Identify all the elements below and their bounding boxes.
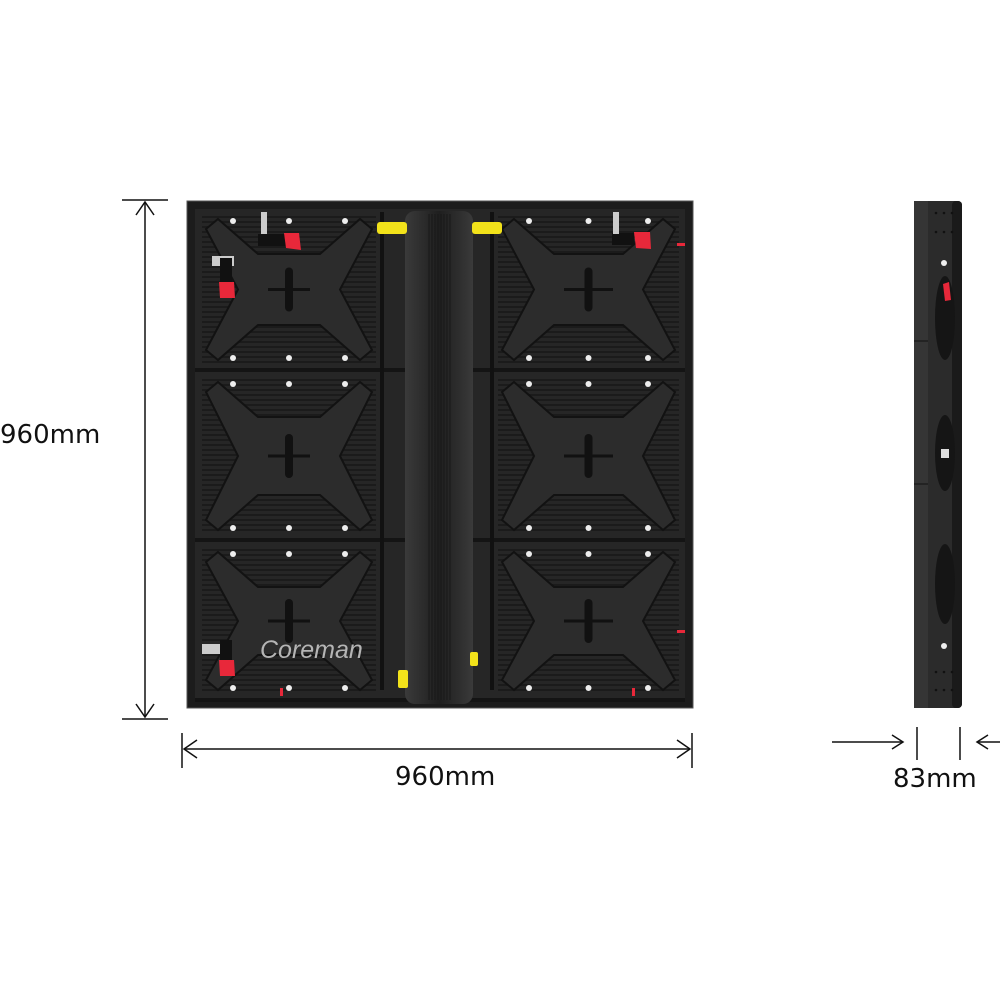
module bbox=[498, 549, 679, 692]
connector-icon bbox=[470, 652, 478, 666]
lock-handle-icon bbox=[943, 282, 951, 301]
connector-icon bbox=[377, 222, 407, 234]
connector-icon bbox=[398, 670, 408, 688]
height-label: 960mm bbox=[0, 420, 101, 450]
module bbox=[202, 216, 376, 363]
module bbox=[202, 379, 376, 532]
brand-logo: Coreman bbox=[260, 636, 363, 664]
width-label: 960mm bbox=[395, 762, 496, 792]
depth-dimension bbox=[832, 727, 1000, 760]
lock-handle-icon bbox=[212, 256, 235, 298]
connector-icon bbox=[472, 222, 502, 234]
height-dimension bbox=[122, 199, 168, 720]
depth-label: 83mm bbox=[893, 764, 977, 794]
module bbox=[202, 549, 376, 692]
lock-handle-icon bbox=[202, 640, 235, 676]
lock-handle-icon bbox=[612, 212, 651, 249]
center-spine bbox=[405, 211, 473, 704]
module bbox=[498, 379, 679, 532]
width-dimension bbox=[181, 733, 693, 768]
lock-handle-icon bbox=[258, 212, 301, 250]
module bbox=[498, 216, 679, 363]
panel-rear-view bbox=[186, 200, 694, 709]
panel-side-view bbox=[914, 201, 962, 708]
